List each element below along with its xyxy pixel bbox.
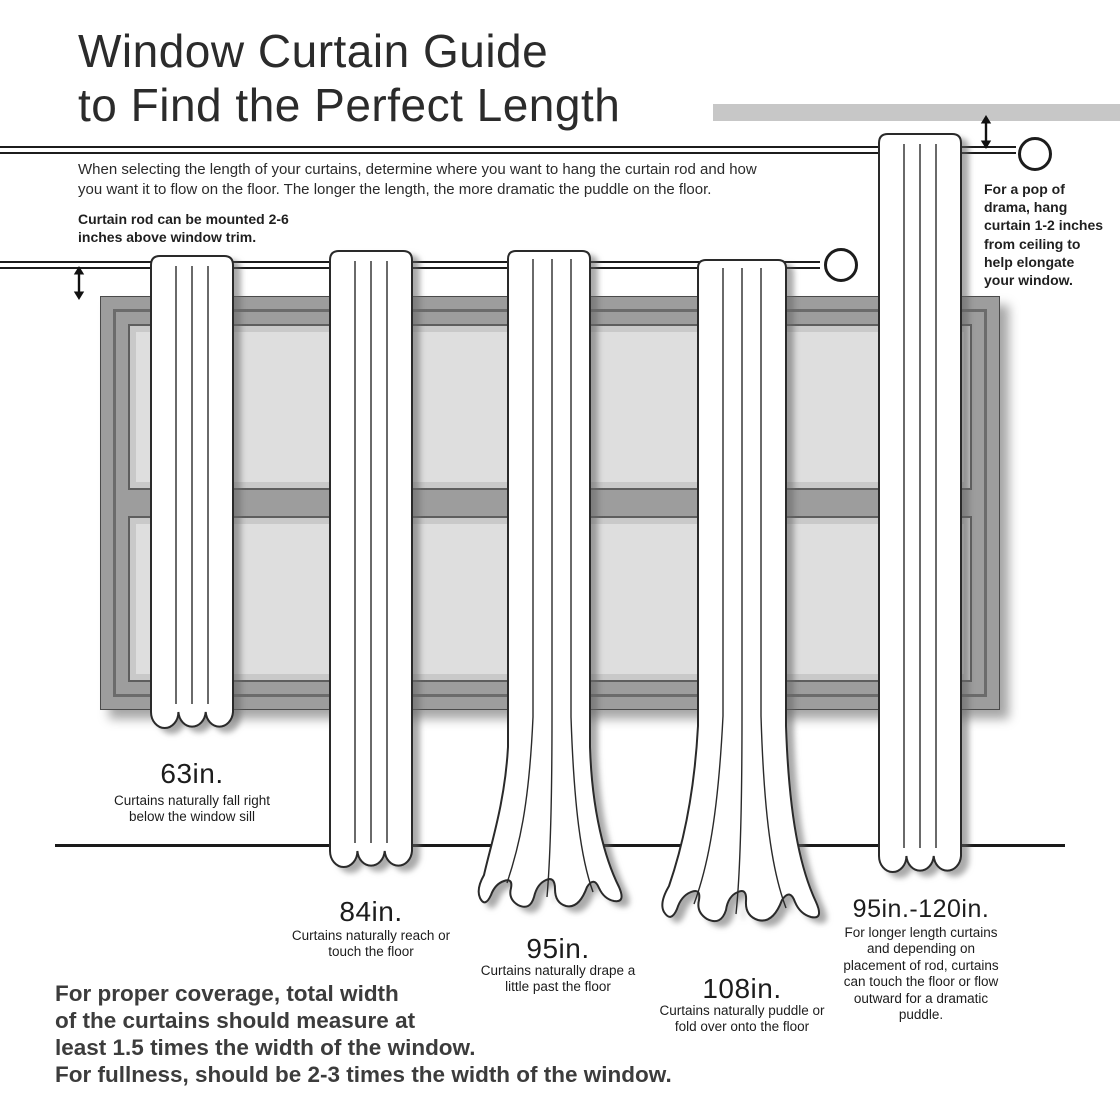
curtain-description: Curtains naturally puddle or fold over o… (659, 1003, 825, 1035)
page-title-line1: Window Curtain Guide (78, 25, 549, 77)
double-arrow-icon (73, 266, 85, 300)
curtain-length-label: 108in. (702, 973, 782, 1004)
curtain-length-label: 95in. (526, 933, 590, 964)
rod-finial-icon (824, 248, 858, 282)
footer-note: For proper coverage, total width of the … (55, 980, 672, 1088)
page-title: Window Curtain Guide to Find the Perfect… (78, 24, 620, 133)
rod-mount-note: Curtain rod can be mounted 2-6 inches ab… (78, 211, 289, 246)
curtain-108in (661, 259, 821, 923)
curtain-length-label: 84in. (339, 896, 403, 927)
curtain-63in (150, 255, 234, 729)
double-arrow-icon (980, 115, 992, 149)
curtain-length-label: 95in.-120in. (852, 895, 990, 923)
curtain-95-120in (878, 133, 962, 873)
ceiling-drama-note: For a pop of drama, hang curtain 1-2 inc… (984, 181, 1104, 288)
footer-line: of the curtains should measure at (55, 1008, 416, 1033)
curtain-description: Curtains naturally drape a little past t… (480, 963, 636, 995)
footer-line: For proper coverage, total width (55, 981, 399, 1006)
ceiling-bar (713, 104, 1120, 121)
curtain-description: Curtains naturally reach or touch the fl… (291, 928, 451, 960)
curtain-length-label: 63in. (160, 758, 224, 789)
footer-line: least 1.5 times the width of the window. (55, 1035, 476, 1060)
curtain-description: Curtains naturally fall right below the … (113, 793, 271, 825)
rod-finial-icon (1018, 137, 1052, 171)
page-title-line2: to Find the Perfect Length (78, 79, 621, 132)
curtain-description: For longer length curtains and depending… (843, 925, 999, 1023)
curtain-84in (329, 250, 413, 868)
footer-line: For fullness, should be 2-3 times the wi… (55, 1062, 672, 1087)
curtain-rod-ceiling (0, 146, 1016, 154)
intro-text: When selecting the length of your curtai… (78, 161, 757, 199)
curtain-95in (477, 250, 623, 908)
